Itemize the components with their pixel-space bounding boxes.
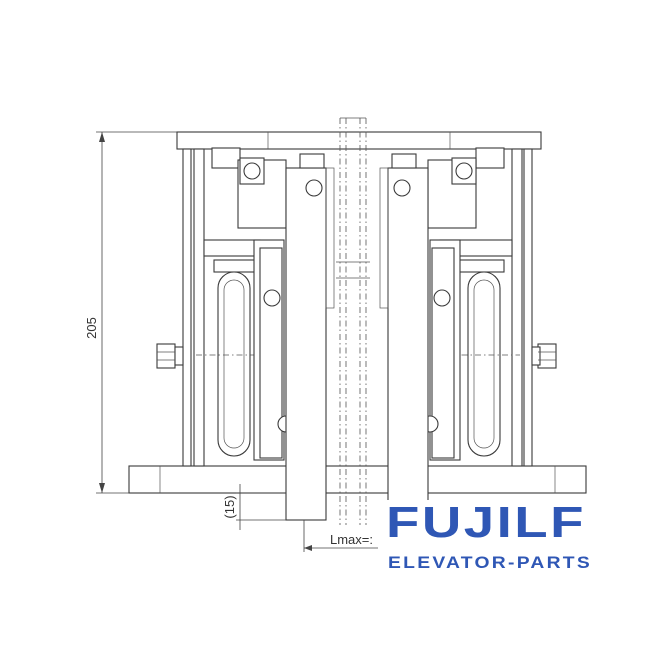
left-upper-bracket <box>237 157 287 229</box>
right-lever <box>379 153 429 521</box>
lmax-dimension: Lmax=: <box>303 520 378 552</box>
logo-brand-text: FUJILF <box>386 498 586 547</box>
right-side-bolt <box>531 343 557 369</box>
base-plate <box>128 465 587 494</box>
right-roller <box>448 271 520 457</box>
left-wedge-arm <box>253 239 295 461</box>
guide-rail <box>336 117 370 525</box>
height-dimension: 205 <box>84 131 177 494</box>
right-wedge-arm <box>421 239 461 461</box>
logo-subtitle-text: ELEVATOR-PARTS <box>388 553 592 572</box>
left-roller <box>196 271 270 457</box>
offset-dimension: (15) <box>222 484 286 530</box>
right-upper-bracket <box>427 157 477 229</box>
left-lever <box>285 153 335 521</box>
offset-dimension-label: (15) <box>222 495 237 518</box>
lmax-dimension-label: Lmax=: <box>330 532 373 547</box>
top-plate <box>176 131 542 150</box>
brand-logo: FUJILF ELEVATOR-PARTS <box>378 498 608 582</box>
height-dimension-label: 205 <box>84 317 99 339</box>
left-side-bolt <box>156 343 184 369</box>
